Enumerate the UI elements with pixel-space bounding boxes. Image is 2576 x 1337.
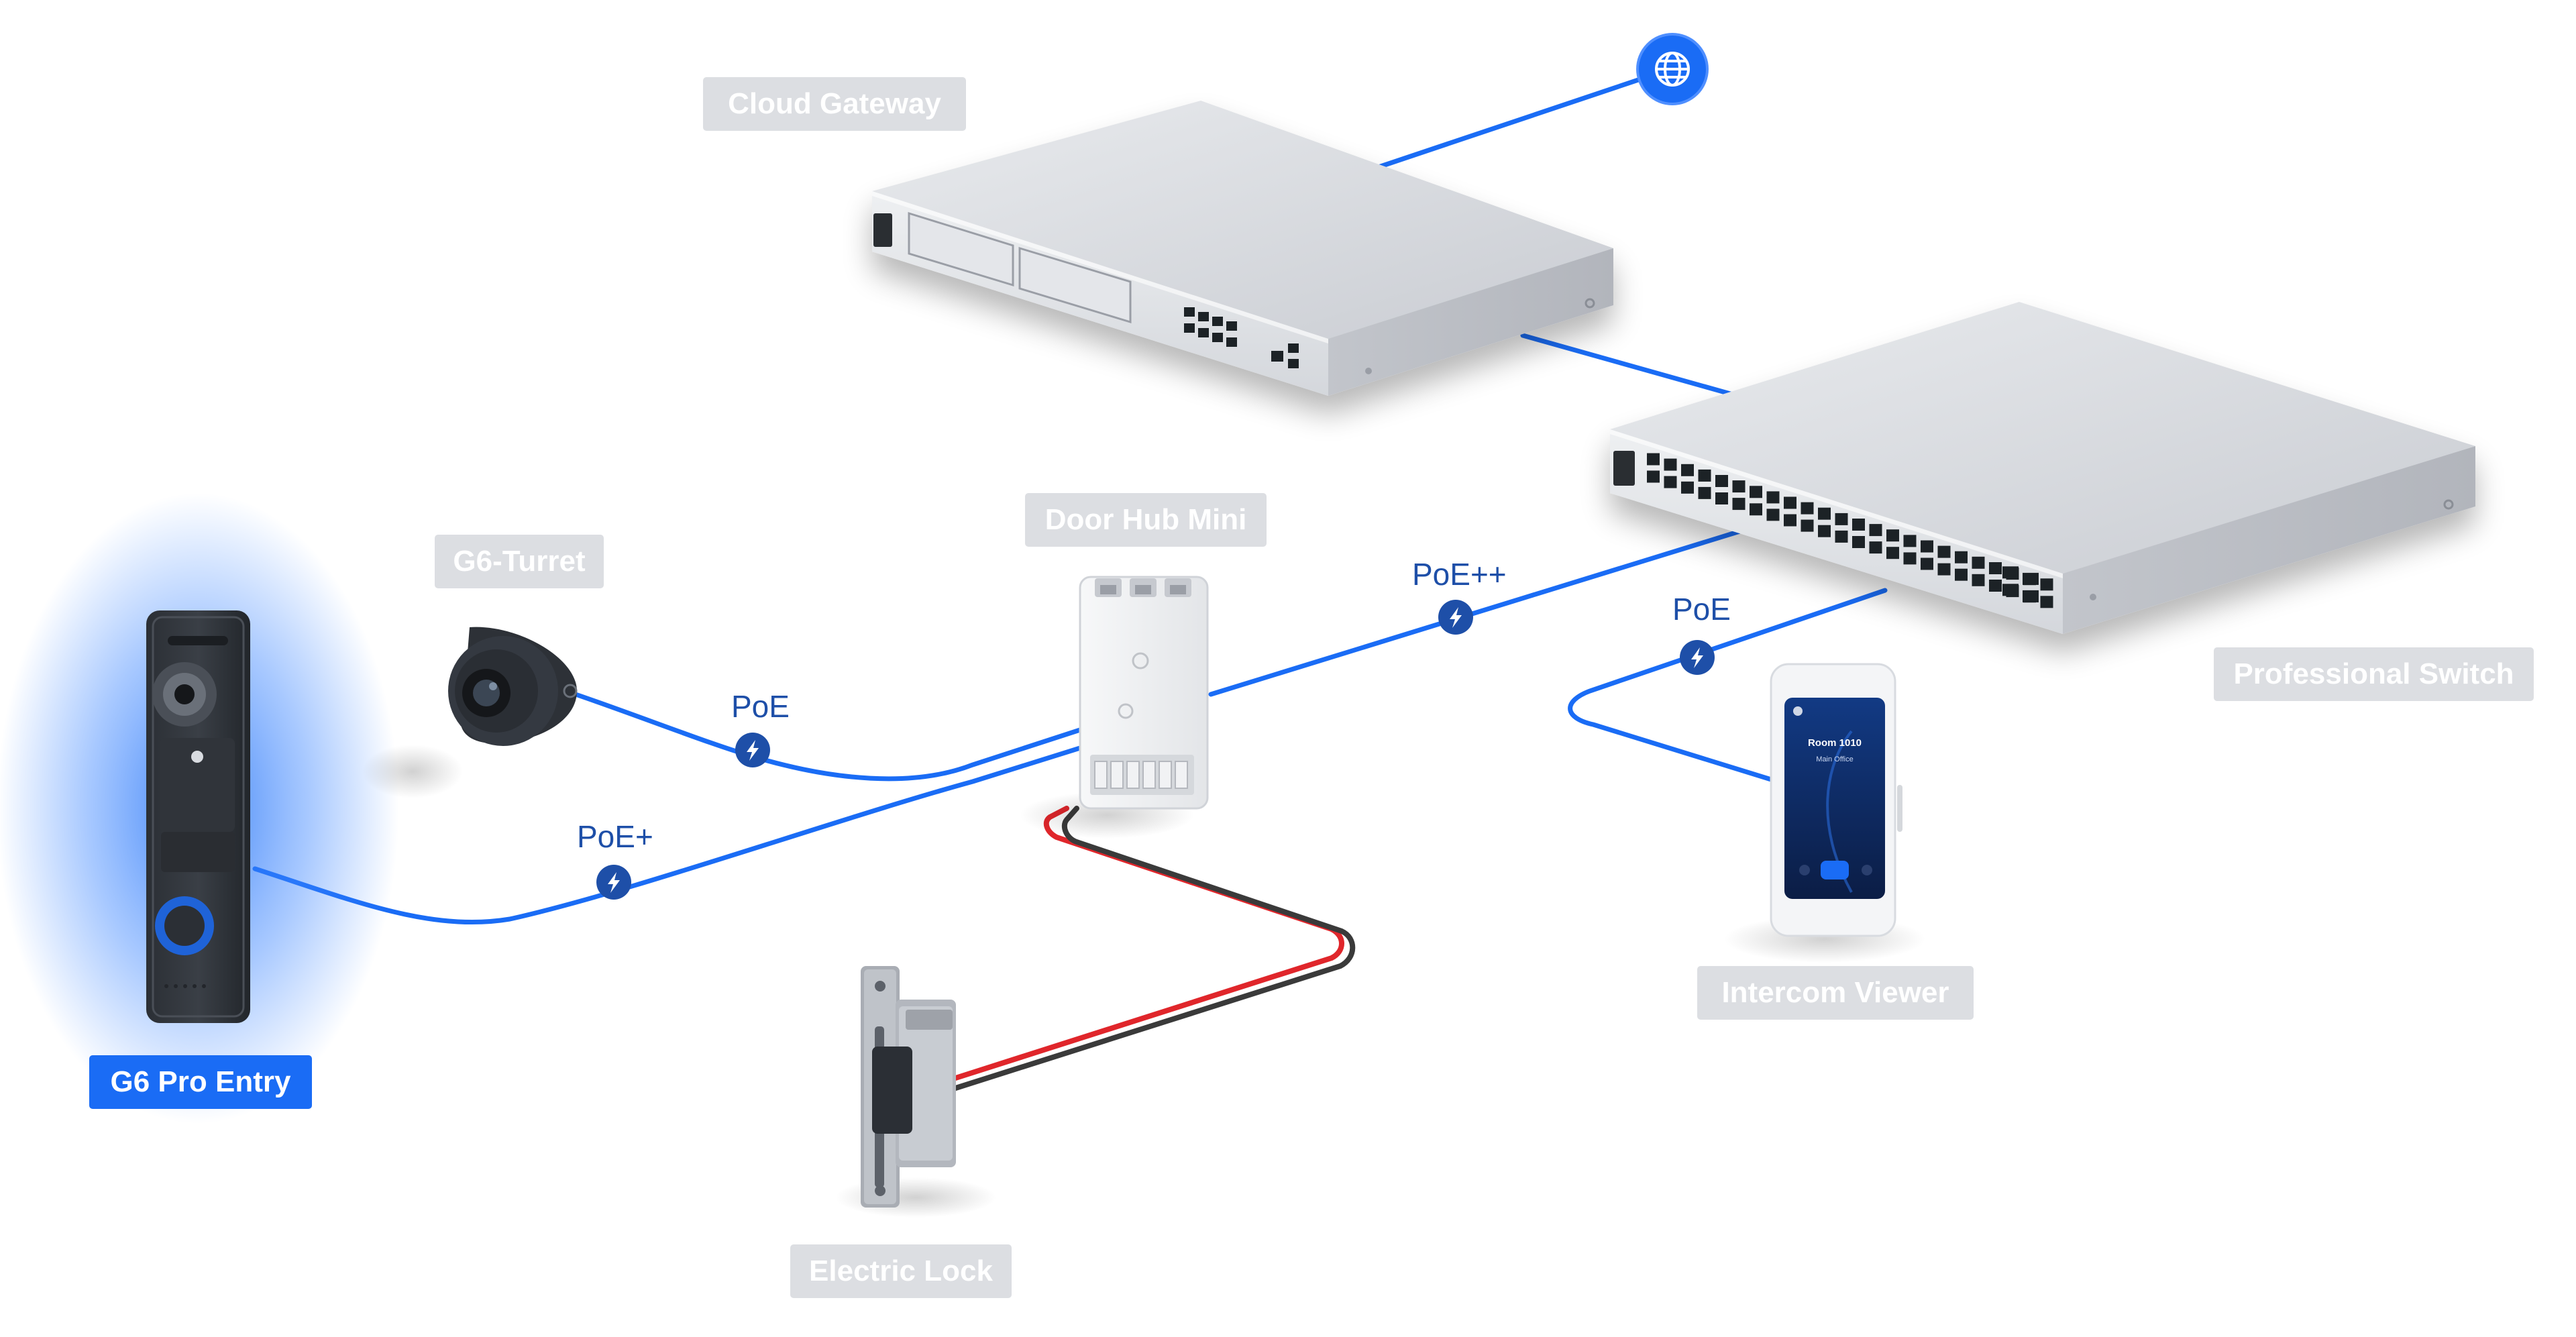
switch-port (1937, 563, 1951, 576)
switch-port (1647, 470, 1660, 483)
switch-port (1698, 469, 1711, 482)
switch-port (1732, 480, 1746, 493)
globe-icon[interactable] (1636, 33, 1709, 105)
switch-port (2040, 578, 2053, 591)
switch-port (1732, 498, 1746, 511)
sfp-port (2023, 572, 2039, 585)
switch-port (1989, 562, 2002, 574)
turret-poe-link (573, 692, 1083, 782)
gateway-switch-link (1520, 333, 1740, 398)
switch-port (1664, 458, 1677, 471)
turret-poe-label: PoE (731, 689, 790, 724)
switch-port (1801, 502, 1814, 515)
g6-turret-label: G6-Turret (435, 535, 604, 588)
switch-port (1903, 535, 1917, 547)
switch-port (1835, 513, 1848, 525)
switch-port (1937, 545, 1951, 558)
g6-turret-device[interactable] (362, 627, 578, 798)
switch-port (1972, 574, 1985, 586)
viewer-poe-link (1568, 588, 1888, 784)
switch-port (1886, 547, 1899, 559)
bolt-icon (596, 865, 631, 900)
electric-lock-device[interactable] (835, 966, 996, 1218)
hub-poe-plus-plus-link (1208, 527, 1747, 697)
switch-port (1784, 514, 1796, 527)
electric-lock-label: Electric Lock (790, 1244, 1012, 1298)
intercom-viewer-device[interactable]: Room 1010 Main Office (1724, 663, 1925, 963)
switch-port (1955, 568, 1968, 581)
switch-port (1903, 552, 1917, 565)
cloud-gateway-device[interactable] (872, 101, 1613, 396)
switch-port (1818, 525, 1831, 537)
switch-port (1886, 529, 1899, 542)
bolt-icon (1680, 640, 1715, 675)
switch-port (1766, 491, 1780, 504)
switch-port (1852, 536, 1865, 548)
g6-pro-entry-device[interactable] (0, 493, 399, 1124)
professional-switch-device[interactable] (1610, 302, 2475, 634)
intercom-viewer-label: Intercom Viewer (1697, 966, 1974, 1020)
bolt-icon (1438, 600, 1473, 635)
professional-switch-label: Professional Switch (2214, 647, 2534, 701)
switch-port (1715, 475, 1728, 487)
switch-port (1647, 453, 1660, 466)
sfp-port (2002, 584, 2019, 596)
switch-port (1921, 557, 1933, 570)
hub-poe-plus-plus-label: PoE++ (1412, 557, 1507, 592)
switch-port (1750, 503, 1762, 516)
switch-port (1715, 492, 1728, 504)
switch-port (1664, 476, 1677, 488)
switch-port (1869, 524, 1882, 537)
switch-port (1852, 519, 1865, 531)
switch-port (1921, 540, 1933, 553)
entry-poe-plus-label: PoE+ (577, 819, 653, 854)
intercom-subtitle-text: Main Office (1816, 755, 1853, 763)
cloud-gateway-label: Cloud Gateway (703, 77, 966, 131)
switch-port (1750, 486, 1762, 498)
viewer-poe-label: PoE (1672, 592, 1731, 627)
switch-port (1818, 507, 1831, 520)
intercom-room-text: Room 1010 (1808, 737, 1862, 749)
switch-port (1784, 496, 1796, 509)
sfp-port (2023, 590, 2039, 602)
switch-port (1972, 556, 1985, 569)
switch-port (1835, 530, 1848, 543)
switch-port (1801, 519, 1814, 532)
lock-wire-black (947, 806, 1356, 1093)
switch-port (2040, 596, 2053, 608)
door-hub-mini-label: Door Hub Mini (1025, 493, 1267, 547)
switch-port (1955, 551, 1968, 564)
switch-port (1869, 541, 1882, 554)
switch-port (1698, 486, 1711, 499)
sfp-port (2002, 566, 2019, 579)
bolt-icon (735, 733, 770, 767)
switch-port (1989, 580, 2002, 592)
switch-port (1681, 481, 1694, 494)
internet-link (1374, 66, 1673, 170)
switch-port (1766, 509, 1780, 521)
door-hub-mini-device[interactable] (1020, 576, 1209, 839)
g6-pro-entry-label: G6 Pro Entry (89, 1055, 312, 1109)
switch-port (1681, 464, 1694, 476)
lock-wire-red (947, 806, 1344, 1083)
